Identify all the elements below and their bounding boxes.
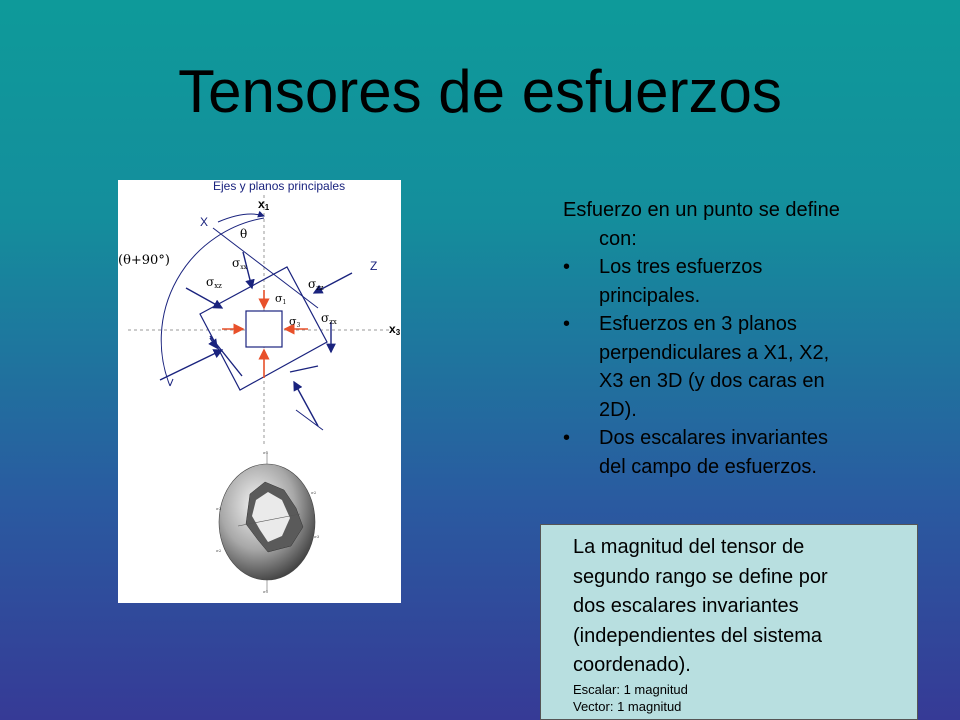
- rotated-element: [199, 266, 328, 391]
- note-line: La magnitud del tensor de: [573, 536, 805, 558]
- sigma-xz-arrow-lower: [293, 380, 319, 427]
- x3-axis-label: x3: [389, 322, 401, 337]
- sigma-xx-label: σxx: [232, 256, 248, 271]
- theta-label: θ: [240, 227, 247, 241]
- x1-axis-label: x1: [258, 197, 270, 212]
- stress-ellipsoid: σ1 σ2 σ3 σ3 σ2 σ1: [216, 450, 320, 594]
- svg-text:σ3: σ3: [216, 506, 222, 511]
- sigma-xz-label: σxz: [206, 275, 222, 290]
- principal-element: [245, 310, 283, 348]
- list-item-text: Dos escalares invariantes del campo de e…: [599, 427, 828, 478]
- sigma-zz-arrow-lower: [159, 349, 224, 381]
- list-item-text: Esfuerzos en 3 planos perpendiculares a …: [599, 313, 830, 421]
- sigma-zx-label: σzx: [321, 311, 337, 326]
- stress-diagram: Ejes y planos principales x1 x3 X Z θ (θ…: [118, 180, 401, 594]
- shear-arrow-left: [208, 337, 218, 350]
- shear-bar-right: [289, 365, 319, 373]
- sigma1-label: σ1: [275, 292, 286, 306]
- bullet-icon: •: [563, 427, 571, 449]
- svg-text:σ2: σ2: [216, 548, 222, 553]
- note-small-line: Escalar: 1 magnitud: [573, 681, 688, 697]
- stress-figure: Ejes y planos principales x1 x3 X Z θ (θ…: [118, 180, 401, 603]
- note-line: segundo rango se define por: [573, 565, 828, 588]
- angle-arc: [160, 217, 265, 387]
- svg-text:σ3: σ3: [314, 534, 320, 539]
- z-axis-label: Z: [370, 259, 377, 273]
- list-item: • Esfuerzos en 3 planos perpendiculares …: [563, 310, 853, 424]
- rotated-x-axis-lower: [295, 409, 324, 431]
- sigma-zz-arrow: [312, 272, 353, 294]
- sigma-xx-arrow: [242, 251, 255, 290]
- note-box: La magnitud del tensor de segundo rango …: [540, 524, 918, 720]
- list-item: • Los tres esfuerzos principales.: [563, 253, 853, 310]
- angle-label: (θ+90°): [118, 253, 170, 268]
- definition-intro: Esfuerzo en un punto se define con:: [563, 199, 840, 250]
- slide-title: Tensores de esfuerzos: [178, 58, 782, 125]
- bullet-icon: •: [563, 256, 571, 278]
- shear-bar-left: [209, 335, 243, 377]
- svg-text:σ2: σ2: [311, 490, 317, 495]
- bullet-icon: •: [563, 313, 571, 335]
- angle-arc-tip: [169, 378, 174, 387]
- sigma-xz-arrow: [185, 287, 224, 309]
- list-item: • Dos escalares invariantes del campo de…: [563, 424, 853, 481]
- theta-arc: [217, 210, 265, 223]
- x-axis-label: X: [200, 215, 208, 229]
- figure-header: Ejes y planos principales: [213, 180, 345, 193]
- rotated-x-axis: [212, 227, 319, 309]
- list-item-text: Los tres esfuerzos principales.: [599, 256, 763, 307]
- note-line: (independientes del sistema: [573, 624, 823, 647]
- sigma3-label: σ3: [289, 315, 301, 329]
- svg-text:σ1: σ1: [263, 589, 268, 594]
- definition-list: Esfuerzo en un punto se define con: • Lo…: [563, 196, 853, 481]
- note-small-line: Vector: 1 magnitud: [573, 698, 682, 714]
- note-line: dos escalares invariantes: [573, 595, 799, 617]
- sigma-zz-label: σzz: [308, 277, 324, 292]
- note-line: coordenado).: [573, 654, 691, 676]
- svg-text:σ1: σ1: [263, 450, 268, 455]
